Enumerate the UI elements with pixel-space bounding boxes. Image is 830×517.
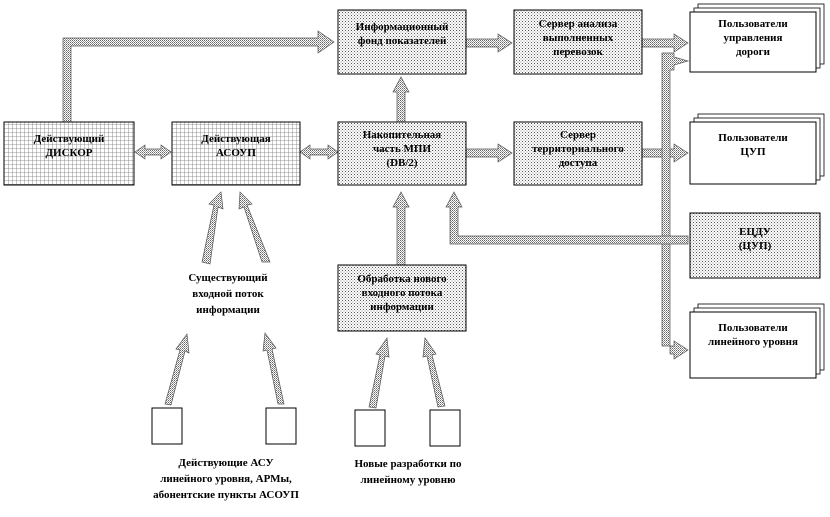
arrow-new-flow-to-storage [392, 191, 410, 266]
node-label-line: АСОУП [216, 147, 256, 159]
node-label-line: доступа [559, 157, 598, 169]
arrow-asoup-storage [299, 144, 339, 160]
caption-line: Существующий [188, 272, 268, 284]
node-users-linear: Пользователи линейного уровня [689, 303, 825, 379]
source-new-developments [354, 409, 461, 447]
node-ecdu: ЕЦДУ (ЦУП) [689, 212, 821, 279]
node-label-line: выполненных [543, 32, 614, 44]
node-label-line: входного потока [362, 287, 443, 299]
node-label-line: перевозок [553, 46, 603, 58]
arrow-analysis-to-users-mgmt [641, 33, 689, 53]
arrow-info-fund-to-analysis [465, 33, 513, 53]
caption-line: информации [196, 304, 260, 316]
node-label-line: Пользователи [718, 132, 788, 144]
node-analysis-server: Сервер анализа выполненных перевозок [513, 9, 643, 75]
arrow-existing-flow-right [238, 191, 271, 263]
node-label-line: линейного уровня [708, 336, 798, 348]
node-label-line: территориального [532, 143, 624, 155]
arrow-new-dev-right [422, 337, 446, 408]
arrow-dikor-asoup [134, 144, 172, 160]
node-label-line: Пользователи [718, 322, 788, 334]
node-users-mgmt: Пользователи управления дороги [689, 3, 825, 73]
node-users-cup: Пользователи ЦУП [689, 113, 825, 185]
node-label-line: Действующая [201, 133, 270, 145]
arrow-dikor-to-info-fund [62, 30, 335, 123]
node-label-line: фонд показателей [358, 35, 447, 47]
node-label-line: ДИСКОР [45, 147, 92, 159]
node-label-line: информации [370, 301, 434, 313]
caption-new-developments: Новые разработки по линейному уровню [355, 458, 462, 486]
node-label-line: дороги [736, 46, 771, 58]
caption-existing-systems: Действующие АСУ линейного уровня, АРМы, … [153, 457, 299, 501]
caption-existing-flow: Существующий входной поток информации [188, 272, 268, 316]
node-new-flow: Обработка нового входного потока информа… [337, 264, 467, 332]
source-existing-systems [151, 407, 297, 445]
arrow-existing-systems-left [164, 333, 190, 406]
node-label-line: Обработка нового [357, 273, 447, 285]
caption-line: Новые разработки по [355, 458, 462, 470]
node-dikor: Действующий ДИСКОР [3, 121, 135, 186]
node-label-line: Сервер [560, 129, 596, 141]
caption-line: Действующие АСУ [178, 457, 273, 469]
node-label-line: ЕЦДУ [739, 226, 771, 238]
node-label-line: ЦУП [740, 146, 766, 158]
caption-line: линейному уровню [361, 474, 456, 486]
arrow-distribution-bus [661, 52, 690, 360]
node-label-line: управления [724, 32, 783, 44]
arrow-ecdu-to-storage [445, 191, 689, 245]
node-label-line: Действующий [34, 133, 105, 145]
node-label-line: Сервер анализа [539, 18, 618, 30]
node-label-line: (ЦУП) [739, 240, 772, 252]
arrow-new-dev-left [368, 337, 390, 409]
node-label-line: Пользователи [718, 18, 788, 30]
node-label-line: Накопительная [363, 129, 442, 141]
caption-line: входной поток [192, 288, 264, 300]
arrow-storage-to-territorial [465, 143, 513, 163]
node-territorial-server: Сервер территориального доступа [513, 121, 643, 186]
node-info-fund: Информационный фонд показателей [337, 9, 467, 75]
arrow-storage-to-info-fund [392, 76, 410, 123]
arrow-existing-flow-left [201, 191, 224, 265]
node-asoup: Действующая АСОУП [171, 121, 301, 186]
node-label-line: часть МПИ [373, 143, 431, 155]
caption-line: линейного уровня, АРМы, [160, 473, 292, 485]
node-label-line: Информационный [356, 21, 449, 33]
caption-line: абонентские пункты АСОУП [153, 489, 299, 501]
arrow-existing-systems-right [262, 332, 285, 405]
node-storage: Накопительная часть МПИ (DB/2) [337, 121, 467, 186]
node-label-line: (DB/2) [386, 157, 418, 169]
